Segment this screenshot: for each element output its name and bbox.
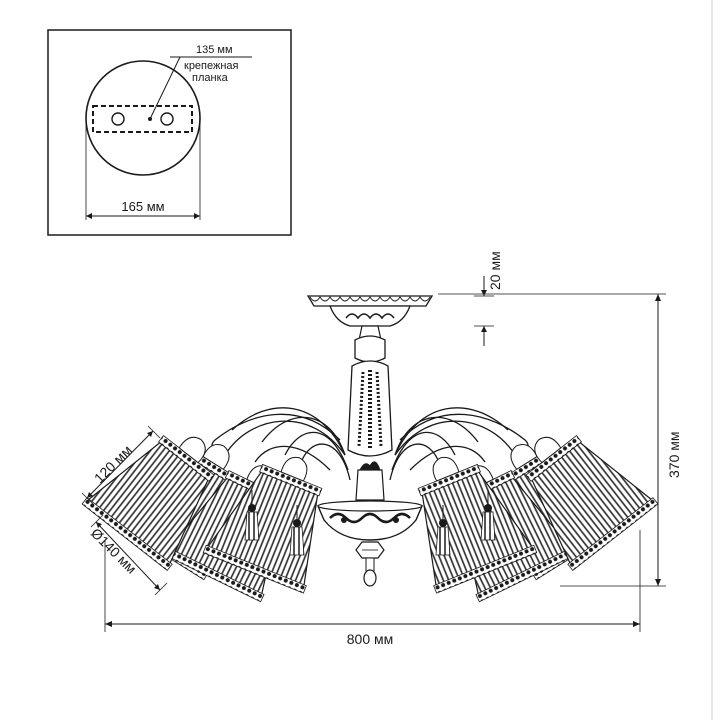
bottom-finial: [355, 541, 385, 587]
mounting-hole-left: [111, 112, 125, 126]
canopy: [306, 295, 434, 327]
chandelier-illustration: [81, 295, 659, 603]
width-label: 165 мм: [121, 199, 164, 214]
total-height-label: 370 мм: [666, 432, 682, 479]
left-shades: [81, 405, 351, 603]
center-bowl: [316, 500, 424, 541]
canopy-height-label: 20 мм: [487, 251, 503, 290]
leader-line: [149, 56, 181, 120]
mounting-bar: [92, 105, 193, 133]
bar-name-line1: крепежная: [184, 60, 239, 72]
stem: [347, 325, 393, 501]
right-shades: [389, 405, 659, 603]
bar-length-label: 135 мм: [196, 44, 233, 56]
canopy-circle: [85, 60, 201, 176]
mounting-inset: 135 мм крепежная планка 165 мм: [47, 29, 292, 236]
total-width-label: 800 мм: [347, 631, 394, 647]
mounting-hole-right: [160, 112, 174, 126]
bar-name-line2: планка: [192, 72, 229, 84]
